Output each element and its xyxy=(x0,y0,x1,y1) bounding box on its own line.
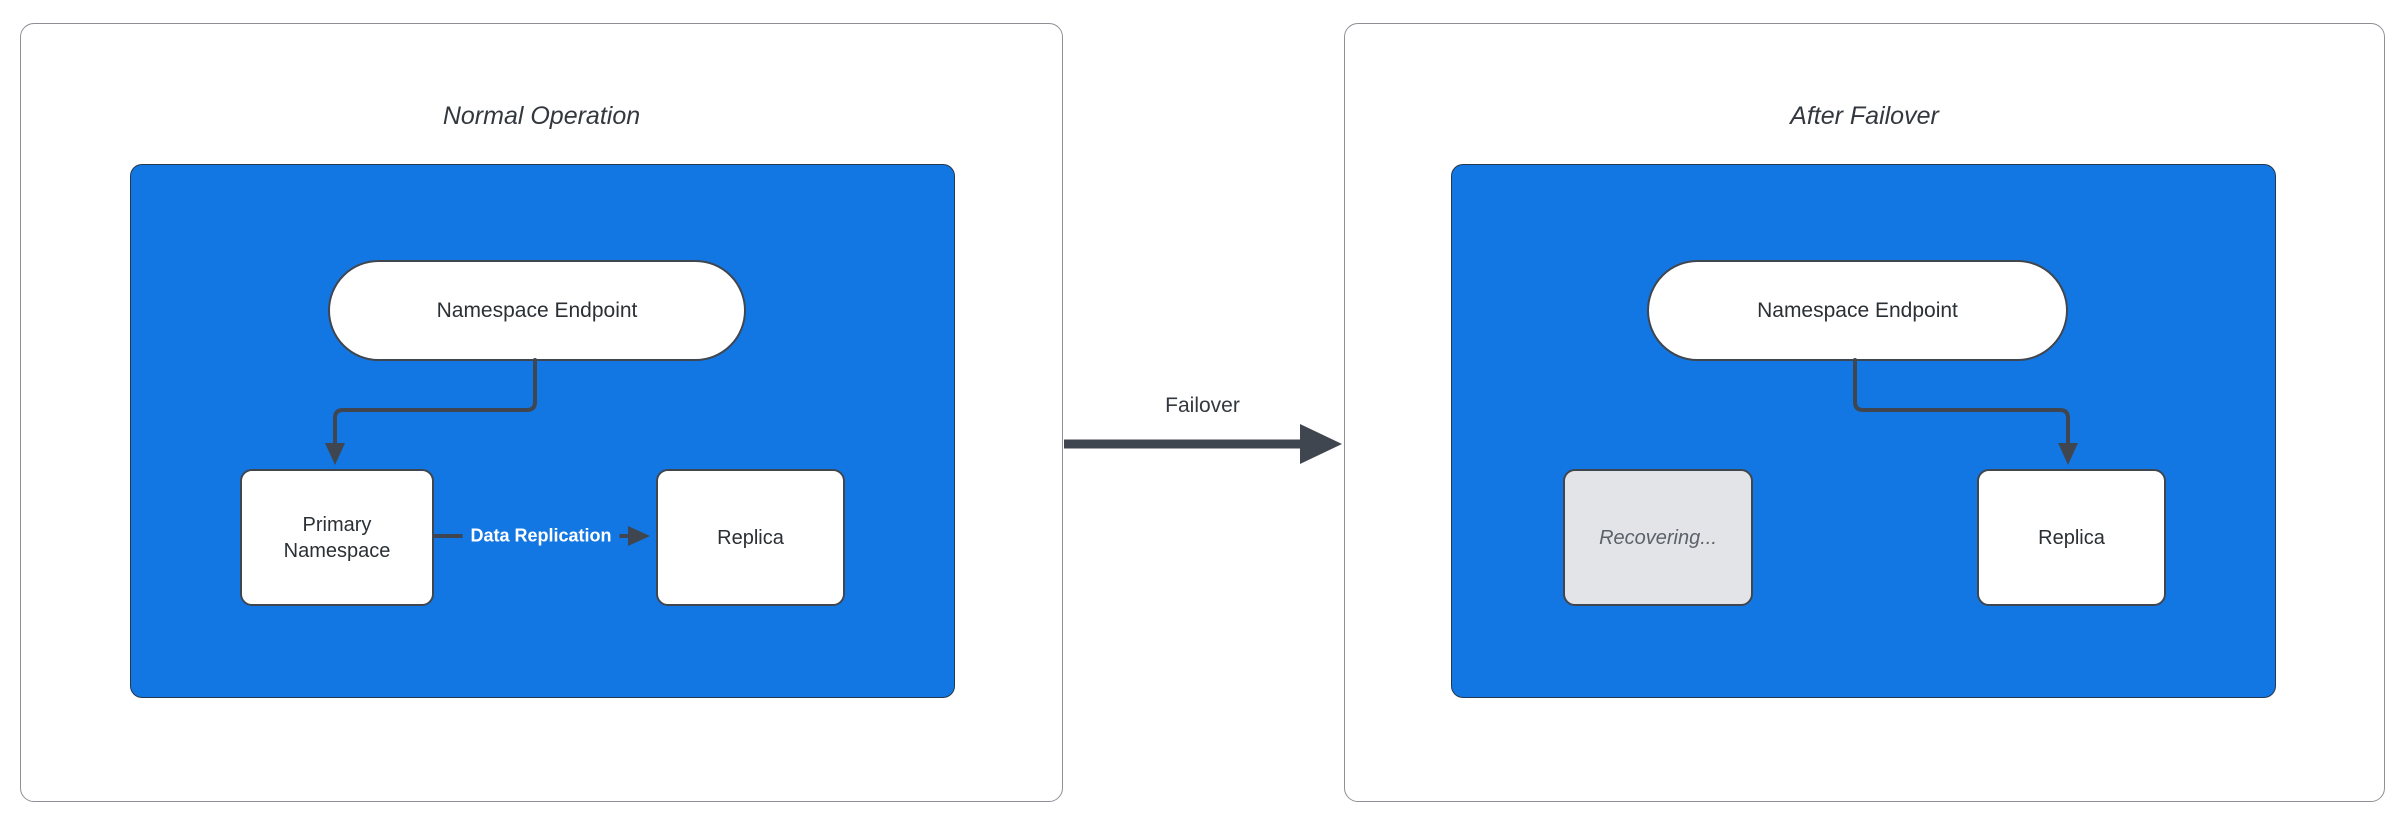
failover-label: Failover xyxy=(1165,394,1240,417)
node-recovering: Recovering... xyxy=(1563,469,1753,606)
panel-after-failover: After Failover Namespace Endpoint Recove… xyxy=(1344,23,2385,802)
panel-normal-operation: Normal Operation Namespace Endpoint Prim… xyxy=(20,23,1063,802)
node-namespace-endpoint-right: Namespace Endpoint xyxy=(1647,260,2068,361)
node-replica-right: Replica xyxy=(1977,469,2166,606)
panel-title-after-failover: After Failover xyxy=(1790,102,1939,130)
panel-title-normal-operation: Normal Operation xyxy=(442,102,641,130)
cluster-box-normal: Namespace Endpoint Primary Namespace Rep… xyxy=(130,164,955,698)
data-replication-label: Data Replication xyxy=(462,523,620,549)
node-replica-left: Replica xyxy=(656,469,845,606)
node-namespace-endpoint-left: Namespace Endpoint xyxy=(328,260,746,361)
node-primary-namespace: Primary Namespace xyxy=(240,469,434,606)
failover-arrowhead xyxy=(1300,424,1342,464)
cluster-box-failover: Namespace Endpoint Recovering... Replica xyxy=(1451,164,2276,698)
